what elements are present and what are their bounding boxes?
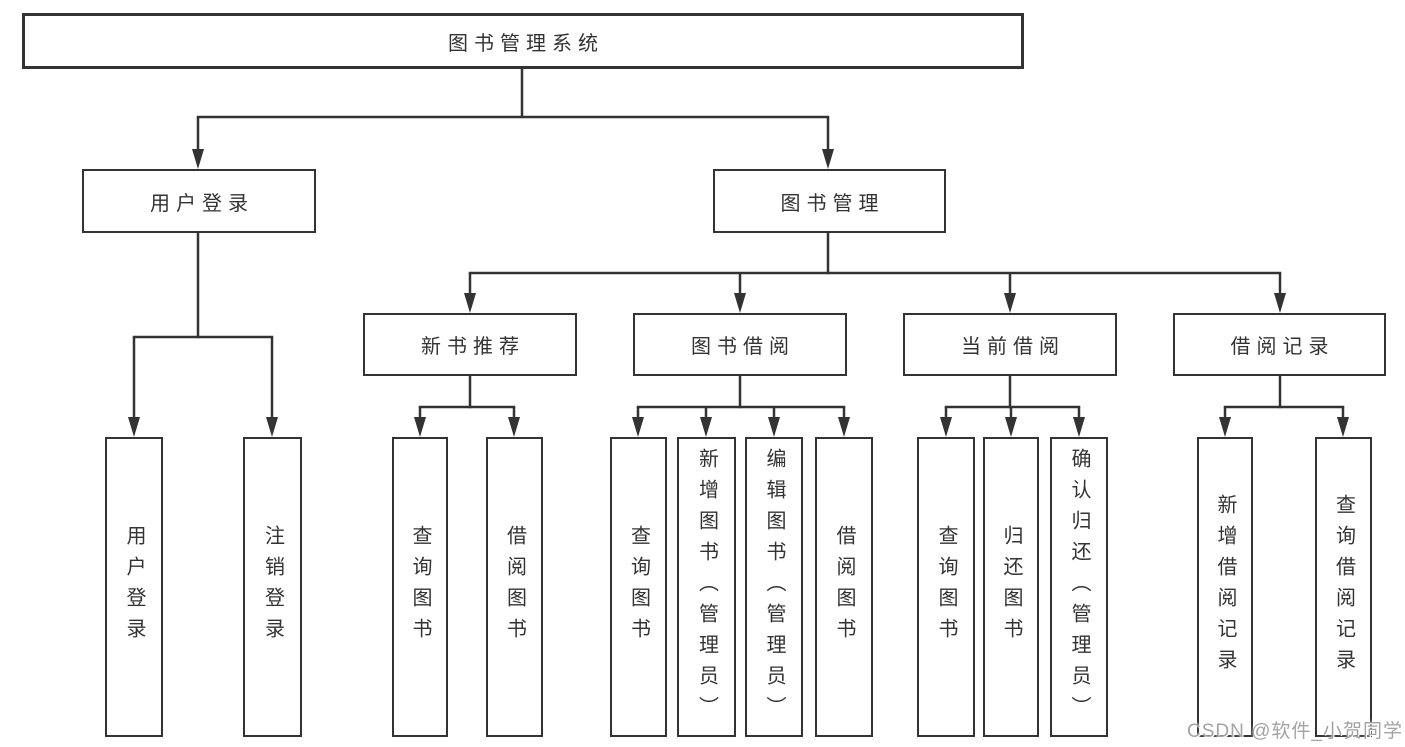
leaf-add-books-admin-label: 新增图书（管理员） — [695, 447, 718, 727]
leaf-query-borrow-record: 查询借阅记录 — [1315, 437, 1372, 737]
leaf-edit-books-admin-label: 编辑图书（管理员） — [763, 447, 785, 727]
leaf-recommend-query-books-label: 查询图书 — [409, 525, 431, 649]
node-library-system-label: 图书管理系统 — [448, 32, 604, 55]
leaf-logout: 注销登录 — [243, 437, 302, 737]
leaf-confirm-return-admin: 确认归还（管理员） — [1050, 437, 1108, 737]
node-borrow-records: 借阅记录 — [1173, 313, 1386, 376]
leaf-borrow-query-books: 查询图书 — [610, 437, 667, 737]
leaf-query-borrow-record-label: 查询借阅记录 — [1332, 494, 1355, 680]
leaf-return-books: 归还图书 — [983, 437, 1039, 737]
leaf-recommend-query-books: 查询图书 — [392, 437, 448, 737]
node-user-login-label: 用户登录 — [150, 192, 254, 215]
leaf-user-login: 用户登录 — [105, 437, 163, 737]
node-book-borrow: 图书借阅 — [633, 313, 847, 376]
leaf-user-login-label: 用户登录 — [123, 525, 145, 649]
node-book-borrow-label: 图书借阅 — [691, 336, 795, 358]
node-new-book-recommend-label: 新书推荐 — [421, 336, 525, 358]
node-new-book-recommend: 新书推荐 — [363, 313, 577, 376]
leaf-recommend-borrow-books: 借阅图书 — [486, 437, 543, 737]
leaf-add-books-admin: 新增图书（管理员） — [677, 437, 736, 737]
leaf-recommend-borrow-books-label: 借阅图书 — [503, 525, 526, 649]
leaf-borrow-books-label: 借阅图书 — [833, 525, 855, 649]
leaf-current-query-books: 查询图书 — [917, 437, 975, 737]
node-library-system: 图书管理系统 — [22, 13, 1024, 69]
leaf-borrow-query-books-label: 查询图书 — [627, 525, 650, 649]
node-book-management: 图书管理 — [713, 169, 946, 233]
node-current-borrow: 当前借阅 — [903, 313, 1117, 376]
leaf-logout-label: 注销登录 — [261, 525, 284, 649]
leaf-borrow-books: 借阅图书 — [815, 437, 873, 737]
leaf-return-books-label: 归还图书 — [1000, 525, 1022, 649]
leaf-confirm-return-admin-label: 确认归还（管理员） — [1068, 447, 1090, 727]
leaf-edit-books-admin: 编辑图书（管理员） — [745, 437, 803, 737]
leaf-current-query-books-label: 查询图书 — [935, 525, 957, 649]
node-book-management-label: 图书管理 — [780, 192, 885, 215]
watermark: CSDN @软件_小贺同学 — [1187, 721, 1403, 742]
leaf-add-borrow-record: 新增借阅记录 — [1197, 437, 1253, 737]
arrowheads — [128, 149, 1349, 437]
leaf-add-borrow-record-label: 新增借阅记录 — [1214, 494, 1236, 680]
node-borrow-records-label: 借阅记录 — [1230, 336, 1335, 358]
node-user-login: 用户登录 — [82, 169, 316, 233]
node-current-borrow-label: 当前借阅 — [961, 336, 1065, 358]
